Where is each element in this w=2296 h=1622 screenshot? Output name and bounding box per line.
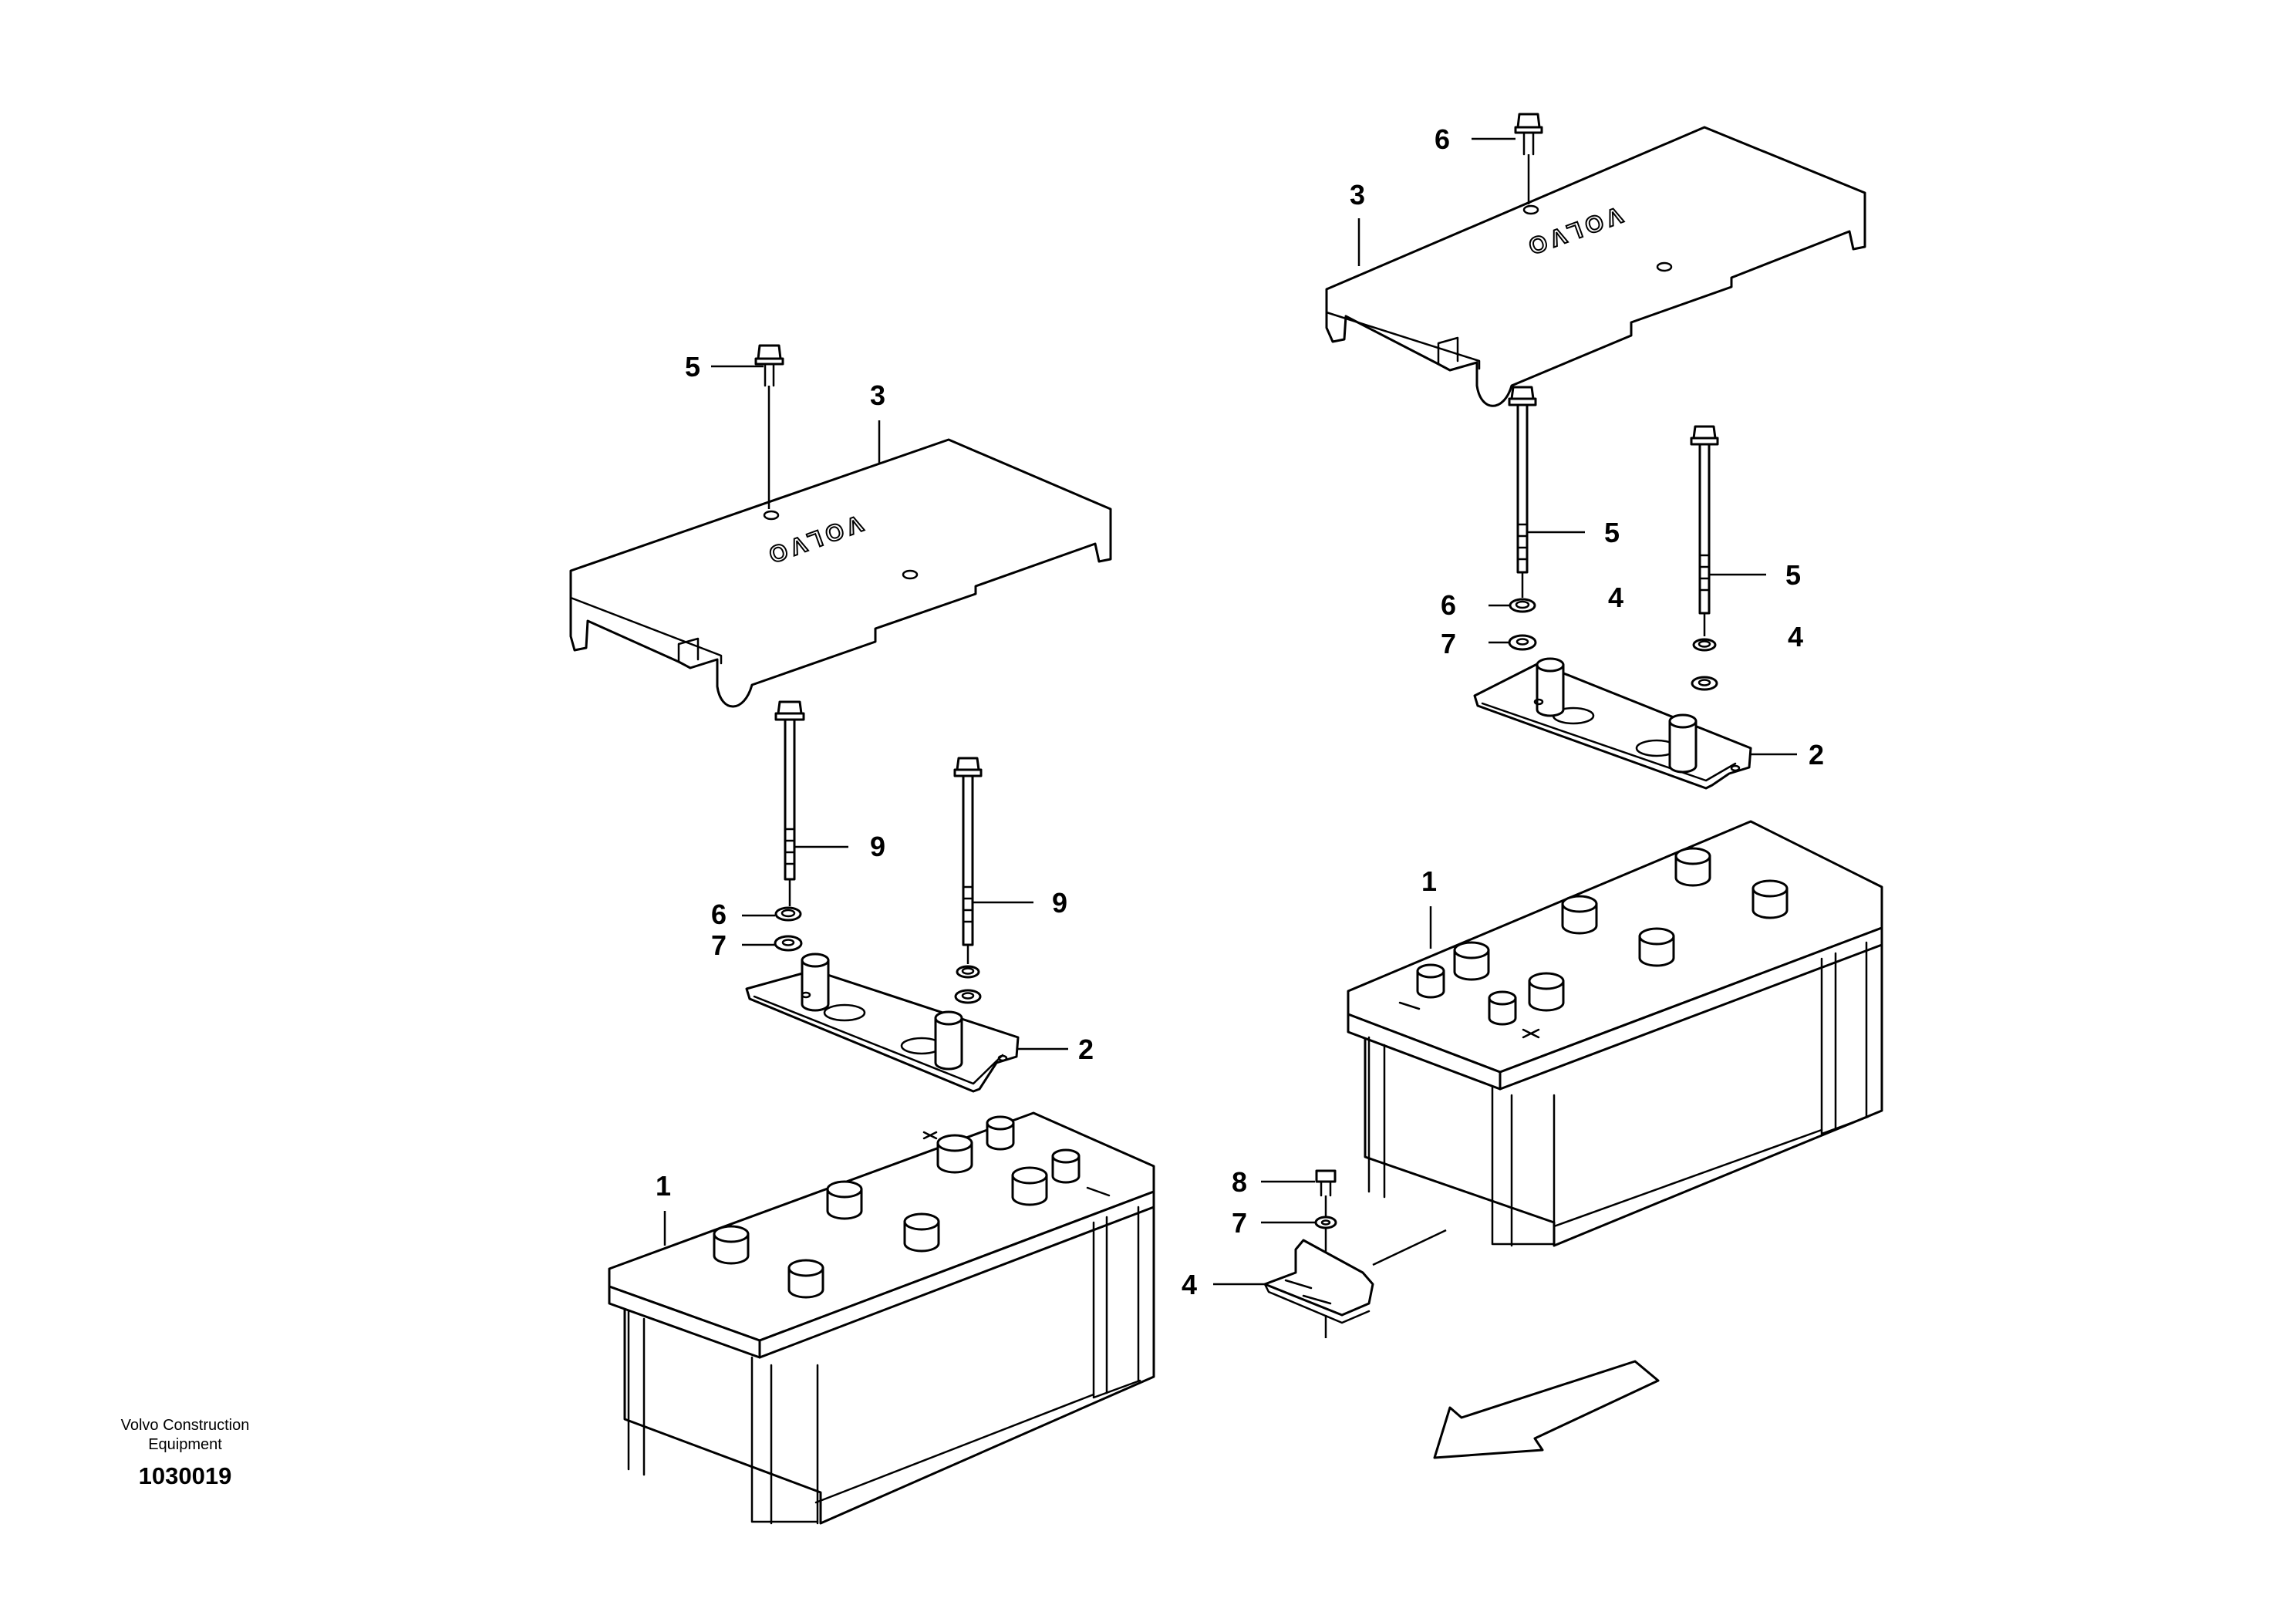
callout-right-bracket: 2 bbox=[1809, 739, 1824, 771]
callout-numbers: 5 3 9 6 7 9 2 1 6 3 5 6 4 7 5 4 2 1 8 7 … bbox=[656, 123, 1824, 1300]
right-rod-1 bbox=[1508, 386, 1537, 598]
callout-left-cover-bolt: 5 bbox=[685, 351, 700, 383]
right-rod-2 bbox=[1690, 425, 1719, 636]
forward-direction-arrow bbox=[1433, 1360, 1660, 1459]
callout-right-clamp-2: 4 bbox=[1788, 621, 1803, 653]
callout-right-washer: 7 bbox=[1441, 628, 1456, 659]
callout-left-rod-2: 9 bbox=[1052, 887, 1067, 919]
right-rod-2-nut bbox=[1691, 638, 1718, 691]
left-battery-cover: VOLVO bbox=[569, 438, 1112, 708]
callout-left-bracket: 2 bbox=[1078, 1034, 1094, 1065]
left-rod-1 bbox=[774, 700, 805, 906]
illustration-number: 1030019 bbox=[138, 1462, 232, 1489]
callout-holder: 4 bbox=[1182, 1269, 1197, 1300]
callout-right-nut: 6 bbox=[1441, 589, 1456, 621]
callout-left-cover: 3 bbox=[870, 379, 885, 411]
right-battery-cover: VOLVO bbox=[1325, 126, 1866, 407]
callout-left-battery: 1 bbox=[656, 1170, 671, 1202]
left-nut bbox=[774, 906, 802, 922]
right-hold-down-bracket bbox=[1473, 657, 1752, 790]
callout-right-cover-bolt: 6 bbox=[1435, 123, 1450, 155]
footer-company-line2: Equipment bbox=[148, 1436, 222, 1453]
footer-company-line1: Volvo Construction bbox=[120, 1417, 250, 1434]
right-washer bbox=[1508, 634, 1537, 651]
callout-small-washer: 7 bbox=[1232, 1207, 1247, 1239]
callout-right-rod-1: 5 bbox=[1604, 517, 1620, 548]
left-hold-down-bracket bbox=[745, 953, 1020, 1093]
small-screw bbox=[1315, 1169, 1337, 1216]
callout-left-washer: 7 bbox=[711, 929, 727, 961]
callout-leaders bbox=[663, 137, 1797, 1286]
callout-small-screw: 8 bbox=[1232, 1166, 1247, 1198]
small-washer bbox=[1314, 1216, 1337, 1261]
callout-left-rod-1: 9 bbox=[870, 831, 885, 862]
callout-right-rod-2: 5 bbox=[1785, 559, 1801, 591]
left-rod-2 bbox=[953, 757, 983, 964]
left-rod-2-nut bbox=[954, 965, 982, 1004]
left-cover-bolt bbox=[754, 344, 784, 509]
callout-right-battery: 1 bbox=[1421, 865, 1437, 897]
left-battery-terminals bbox=[713, 1115, 1111, 1299]
footer-company-name: Volvo Construction Equipment bbox=[85, 1416, 285, 1455]
callout-right-clamp-1: 4 bbox=[1608, 582, 1623, 613]
battery-holder bbox=[1263, 1229, 1447, 1338]
callout-left-nut: 6 bbox=[711, 899, 727, 930]
left-washer bbox=[774, 935, 803, 952]
right-cover-bolt bbox=[1514, 113, 1543, 204]
callout-right-cover: 3 bbox=[1350, 179, 1365, 211]
right-battery-terminals bbox=[1398, 847, 1789, 1039]
right-nut bbox=[1509, 598, 1536, 613]
